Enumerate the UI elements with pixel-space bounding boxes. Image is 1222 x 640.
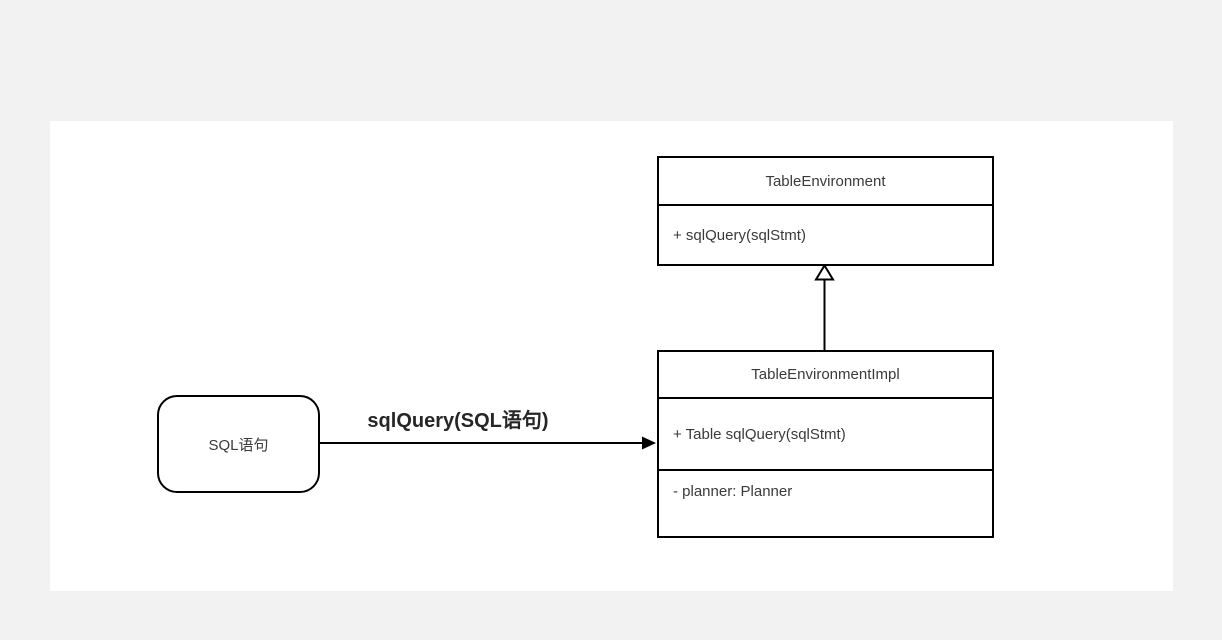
class-method: + sqlQuery(sqlStmt) xyxy=(673,226,806,244)
class-table-environment-name: TableEnvironment xyxy=(659,158,992,206)
association-edge-label: sqlQuery(SQL语句) xyxy=(367,410,549,432)
node-sql-statement[interactable]: SQL语句 xyxy=(157,395,320,493)
class-table-environment[interactable]: TableEnvironment + sqlQuery(sqlStmt) xyxy=(657,156,994,266)
class-attribute: - planner: Planner xyxy=(673,483,793,500)
class-method: + Table sqlQuery(sqlStmt) xyxy=(673,425,846,443)
class-table-environment-methods: + sqlQuery(sqlStmt) xyxy=(659,206,992,264)
node-sql-statement-label: SQL语句 xyxy=(208,436,269,454)
class-table-environment-impl-attributes: - planner: Planner xyxy=(659,469,992,536)
class-table-environment-impl-methods: + Table sqlQuery(sqlStmt) xyxy=(659,399,992,469)
class-table-environment-impl[interactable]: TableEnvironmentImpl + Table sqlQuery(sq… xyxy=(657,350,994,538)
class-table-environment-impl-name: TableEnvironmentImpl xyxy=(659,352,992,399)
filled-arrowhead-icon xyxy=(642,436,656,450)
hollow-triangle-arrowhead-icon xyxy=(814,263,835,281)
